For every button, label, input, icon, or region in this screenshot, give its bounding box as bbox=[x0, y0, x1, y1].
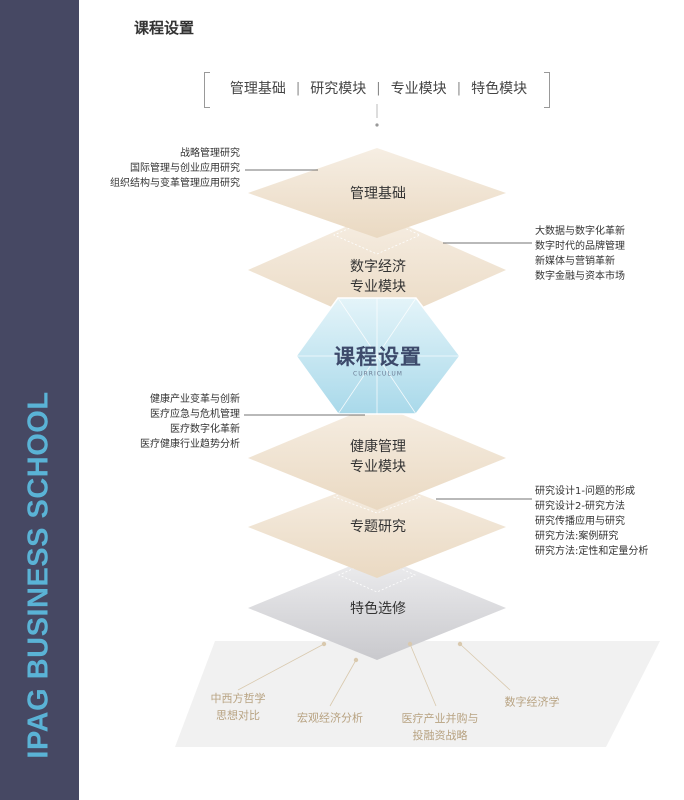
note-item: 大数据与数字化革新 bbox=[535, 226, 625, 237]
label-thematic-research: 专题研究 bbox=[350, 519, 406, 535]
center-title: 课程设置 bbox=[334, 345, 422, 369]
center-subtitle: CURRICULUM bbox=[353, 370, 403, 378]
elective-line: 投融资战略 bbox=[412, 729, 468, 742]
tier-thematic-research bbox=[248, 478, 506, 578]
tier-health-management bbox=[248, 404, 506, 510]
label-health-line2: 专业模块 bbox=[350, 459, 406, 475]
label-digital-line2: 专业模块 bbox=[350, 279, 406, 295]
sidebar: IPAG BUSINESS SCHOOL bbox=[0, 0, 79, 800]
elective-line: 宏观经济分析 bbox=[297, 711, 363, 725]
note-item: 新媒体与营销革新 bbox=[535, 256, 615, 267]
label-management-basics: 管理基础 bbox=[350, 186, 406, 202]
note-item: 研究传播应用与研究 bbox=[535, 516, 625, 527]
tab-separator: | bbox=[295, 80, 301, 96]
elective-line: 思想对比 bbox=[216, 709, 260, 722]
note-item: 数字时代的品牌管理 bbox=[535, 241, 625, 252]
note-item: 健康产业变革与创新 bbox=[150, 394, 240, 405]
label-digital-line1: 数字经济 bbox=[350, 259, 406, 275]
notes-digital-economy: 大数据与数字化革新 数字时代的品牌管理 新媒体与营销革新 数字金融与资本市场 bbox=[535, 224, 625, 284]
gem-facets bbox=[295, 297, 461, 415]
notes-thematic-research: 研究设计1-问题的形成 研究设计2-研究方法 研究传播应用与研究 研究方法:案例… bbox=[535, 484, 648, 559]
elective-line: 医疗产业并购与 bbox=[401, 712, 479, 725]
label-special-electives: 特色选修 bbox=[350, 601, 406, 617]
note-item: 国际管理与创业应用研究 bbox=[130, 163, 240, 174]
note-item: 研究设计1-问题的形成 bbox=[535, 486, 635, 497]
base-platform bbox=[175, 641, 660, 747]
tab-research-module[interactable]: 研究模块 bbox=[310, 81, 367, 97]
note-item: 医疗数字化革新 bbox=[170, 424, 240, 435]
tier-digital-economy bbox=[248, 213, 506, 327]
note-item: 医疗应急与危机管理 bbox=[150, 409, 240, 420]
note-item: 研究方法:定性和定量分析 bbox=[535, 546, 649, 557]
elective-line: 数字经济学 bbox=[504, 695, 560, 709]
notes-health-management: 健康产业变革与创新 医疗应急与危机管理 医疗数字化革新 医疗健康行业趋势分析 bbox=[140, 392, 240, 452]
label-digital-economy: 数字经济 专业模块 bbox=[350, 257, 406, 297]
tier-dashed-outline bbox=[333, 215, 421, 255]
tab-separator: | bbox=[456, 80, 462, 96]
elective-line: 中西方哲学 bbox=[210, 692, 266, 705]
stem-dot bbox=[375, 123, 379, 127]
notes-management-basics: 战略管理研究 国际管理与创业应用研究 组织结构与变革管理应用研究 bbox=[110, 146, 240, 191]
tier-management-basics bbox=[248, 148, 506, 238]
note-item: 研究设计2-研究方法 bbox=[535, 501, 625, 512]
note-item: 研究方法:案例研究 bbox=[535, 531, 619, 542]
page-title: 课程设置 bbox=[134, 19, 195, 37]
tier-special-electives bbox=[248, 555, 506, 660]
label-health-management: 健康管理 专业模块 bbox=[350, 437, 406, 477]
note-item: 组织结构与变革管理应用研究 bbox=[110, 178, 240, 189]
tab-professional-module[interactable]: 专业模块 bbox=[390, 81, 447, 97]
module-tabs: 管理基础 | 研究模块 | 专业模块 | 特色模块 bbox=[208, 74, 549, 102]
elective-digital-economics: 数字经济学 bbox=[505, 694, 560, 711]
note-item: 医疗健康行业趋势分析 bbox=[140, 439, 240, 450]
note-item: 战略管理研究 bbox=[180, 148, 240, 159]
elective-philosophy: 中西方哲学 思想对比 bbox=[211, 690, 266, 724]
label-health-line1: 健康管理 bbox=[350, 439, 406, 455]
tabs-bracket-right bbox=[544, 72, 550, 108]
tab-separator: | bbox=[376, 80, 381, 96]
note-item: 数字金融与资本市场 bbox=[535, 271, 625, 282]
elective-macroeconomics: 宏观经济分析 bbox=[297, 710, 363, 727]
elective-healthcare-ma: 医疗产业并购与 投融资战略 bbox=[402, 710, 479, 744]
elective-connectors bbox=[237, 641, 511, 707]
tabs-bracket-left bbox=[204, 72, 210, 108]
tab-special-module[interactable]: 特色模块 bbox=[471, 81, 528, 97]
tab-management-basics[interactable]: 管理基础 bbox=[229, 81, 286, 97]
